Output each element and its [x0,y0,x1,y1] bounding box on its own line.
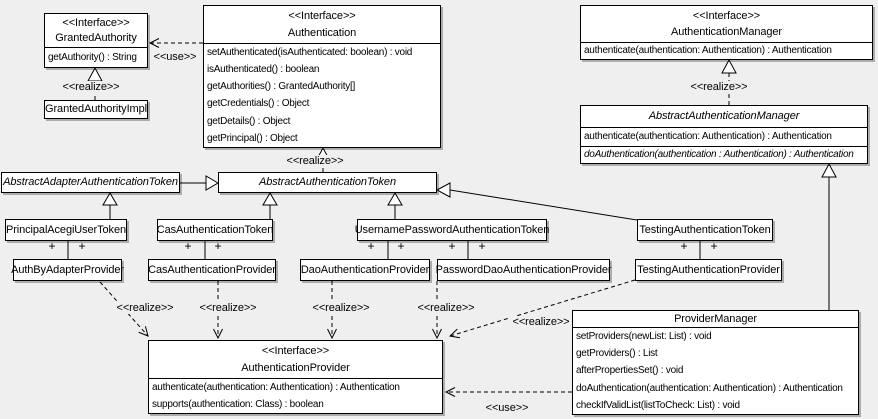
class-name: AbstractAuthenticationToken [259,176,396,189]
use-bottom-label: <<use>> [483,402,531,414]
method-row: getDetails() : Object [207,115,291,127]
class-granted-authority: <<Interface>> GrantedAuthority getAuthorit… [44,13,148,68]
class-granted-authority-impl: GrantedAuthorityImpl [44,100,148,119]
class-name: UsernamePasswordAuthenticationToken [354,223,550,236]
association-end-visibility-label: + [397,239,405,253]
use-top-label: <<use>> [151,51,199,63]
class-title-compartment: PasswordDaoAuthenticationProvider [435,260,612,280]
method-row: authenticate(authentication: Authenticat… [584,45,832,56]
method-row: supports(authentication: Class) : boolea… [152,399,324,410]
class-authentication-manager: <<Interface>> AuthenticationManager authen… [580,5,873,60]
method-row: getCredentials() : Object [207,98,310,110]
class-name: ProviderManager [674,312,757,325]
class-name: AuthenticationManager [670,25,783,38]
method-row: getPrincipal() : Object [207,132,298,144]
class-abstract-authentication-token: AbstractAuthenticationToken [218,172,437,193]
method-row: setProviders(newList: List) : void [576,331,712,342]
association-end-visibility-label: + [367,239,375,253]
realize-granted-authority-label: <<realize>> [60,81,122,93]
association-end-visibility-label: + [78,239,86,253]
class-title-compartment: ProviderManager [573,311,858,328]
association-end-visibility-label: + [710,239,718,253]
class-name: TestingAuthenticationToken [639,223,771,236]
class-name: PasswordDaoAuthenticationProvider [435,263,612,276]
class-title-compartment: GrantedAuthorityImpl [45,101,147,118]
association-end-visibility-label: + [184,239,192,253]
class-authentication-provider: <<Interface>> AuthenticationProvider authe… [148,340,443,414]
association-end-visibility-label: + [680,239,688,253]
realize-authentication-manager-label: <<realize>> [688,81,750,93]
method-row: afterPropertiesSet() : void [576,365,684,377]
stereotype-label: <<Interface>> [288,10,356,23]
method-row: getAuthorities() : GrantedAuthority[] [207,81,356,93]
method-row: authenticate(authentication: Authenticat… [584,131,832,142]
class-authentication: <<Interface>> Authentication setAuthentica… [203,5,441,148]
realize-auth-by-adapter-label: <<realize>> [114,302,176,314]
generalization-lines [67,177,830,310]
class-provider-manager: ProviderManager setProviders(newList: Lis… [572,310,859,415]
class-password-dao-authentication-provider: PasswordDaoAuthenticationProvider [435,259,612,281]
class-cas-authentication-token: CasAuthenticationToken [157,219,273,241]
class-name: CasAuthenticationProvider [148,263,276,276]
class-title-compartment: TestingAuthenticationToken [638,220,772,240]
class-title-compartment: <<Interface>> GrantedAuthority [45,14,147,48]
method-row: authenticate(authentication: Authenticat… [152,382,400,393]
class-title-compartment: CasAuthenticationToken [156,220,274,240]
method-row: doAuthentication(authentication: Authent… [576,382,843,394]
method-row: getProviders() : List [576,348,658,360]
class-title-compartment: AbstractAuthenticationToken [219,173,436,192]
class-principal-acegi-user-token: PrincipalAcegiUserToken [5,219,127,241]
class-auth-by-adapter-provider: AuthByAdapterProvider [11,259,124,281]
class-abstract-adapter-authentication-token: AbstractAdapterAuthenticationToken [1,172,180,193]
class-name: AuthByAdapterProvider [11,263,124,276]
class-name: Authentication [287,26,357,39]
stereotype-label: <<Interface>> [692,9,761,22]
class-title-compartment: TestingAuthenticationProvider [636,260,781,280]
class-title-compartment: AbstractAdapterAuthenticationToken [2,173,179,192]
association-end-visibility-label: + [214,239,222,253]
class-username-password-authentication-token: UsernamePasswordAuthenticationToken [355,219,550,241]
stereotype-label: <<Interface>> [261,345,330,358]
class-abstract-authentication-manager: AbstractAuthenticationManager authenticat… [580,105,868,164]
method-row: isAuthenticated() : boolean [207,64,320,76]
class-title-compartment: CasAuthenticationProvider [148,260,276,280]
class-name: DaoAuthenticationProvider [300,263,430,276]
class-name: GrantedAuthorityImpl [45,103,147,116]
realize-dao-label: <<realize>> [310,302,372,314]
method-row: setAuthenticated(isAuthenticated: boolea… [207,47,413,58]
class-title-compartment: DaoAuthenticationProvider [301,260,429,280]
class-testing-authentication-token: TestingAuthenticationToken [637,219,773,241]
class-title-compartment: UsernamePasswordAuthenticationToken [355,220,550,240]
realize-cas-label: <<realize>> [197,302,259,314]
class-cas-authentication-provider: CasAuthenticationProvider [148,259,276,281]
class-title-compartment: <<Interface>> Authentication [204,6,440,44]
class-testing-authentication-provider: TestingAuthenticationProvider [635,259,782,281]
class-title-compartment: AbstractAuthenticationManager [581,106,867,128]
realize-password-dao-label: <<realize>> [415,302,477,314]
method-row: getAuthority() : String [48,52,137,63]
class-name: CasAuthenticationToken [156,223,274,236]
class-title-compartment: <<Interface>> AuthenticationProvider [149,341,442,379]
class-name: PrincipalAcegiUserToken [6,223,126,236]
method-row: doAuthentication(authentication : Authen… [581,145,867,164]
class-title-compartment: <<Interface>> AuthenticationManager [581,6,872,43]
class-name: TestingAuthenticationProvider [637,263,780,276]
realize-authentication-label: <<realize>> [284,155,346,167]
class-name: AbstractAuthenticationManager [648,110,800,123]
method-row: checkIfValidList(listToCheck: List) : vo… [576,399,740,411]
class-title-compartment: PrincipalAcegiUserToken [6,220,126,240]
class-title-compartment: AuthByAdapterProvider [11,260,124,280]
association-end-visibility-label: + [48,239,56,253]
realize-testing-label: <<realize>> [510,316,572,328]
association-end-visibility-label: + [448,239,456,253]
class-name: AbstractAdapterAuthenticationToken [3,176,178,189]
association-end-visibility-label: + [478,239,486,253]
class-name: GrantedAuthority [55,31,137,44]
stereotype-label: <<Interface>> [62,16,130,29]
class-name: AuthenticationProvider [241,361,350,374]
class-dao-authentication-provider: DaoAuthenticationProvider [300,259,430,281]
